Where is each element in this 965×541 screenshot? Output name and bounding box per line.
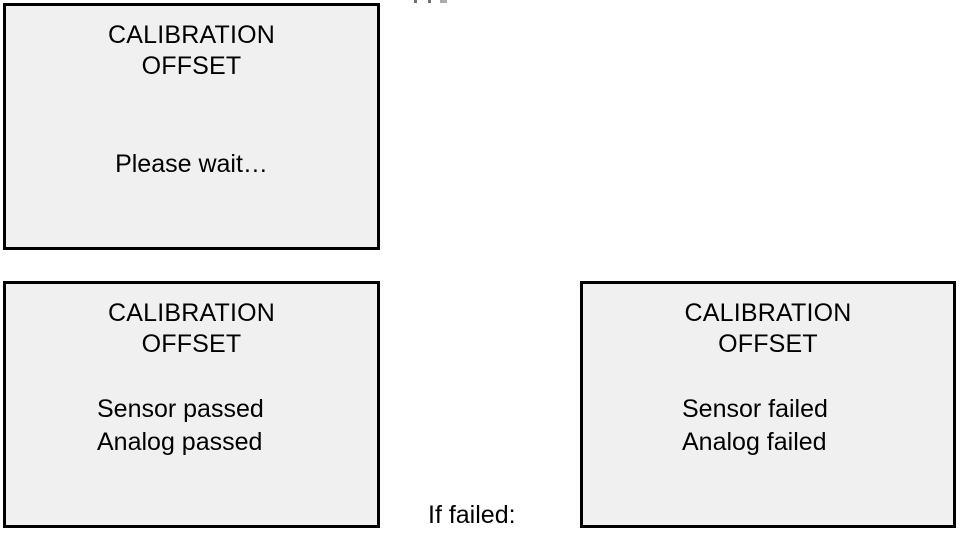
clipped-glyph-stroke — [414, 0, 417, 3]
panel-status-failed: Sensor failed Analog failed — [682, 395, 828, 456]
panel-title-failed: CALIBRATION OFFSET — [684, 299, 852, 358]
panel-status-wait: Please wait… — [115, 150, 268, 178]
clipped-glyph-stroke — [440, 0, 447, 3]
calibration-offset-waiting-panel: CALIBRATION OFFSET Please wait… — [3, 3, 380, 250]
panel-title-wait: CALIBRATION OFFSET — [107, 21, 276, 80]
if-failed-connector-label: If failed: — [428, 501, 516, 529]
clipped-text-artifact — [412, 0, 452, 5]
clipped-glyph-stroke — [428, 0, 431, 3]
calibration-offset-passed-panel: CALIBRATION OFFSET Sensor passed Analog … — [3, 281, 380, 528]
panel-status-passed: Sensor passed Analog passed — [97, 395, 264, 456]
calibration-offset-failed-panel: CALIBRATION OFFSET Sensor failed Analog … — [580, 281, 956, 528]
panel-title-passed: CALIBRATION OFFSET — [107, 299, 276, 358]
